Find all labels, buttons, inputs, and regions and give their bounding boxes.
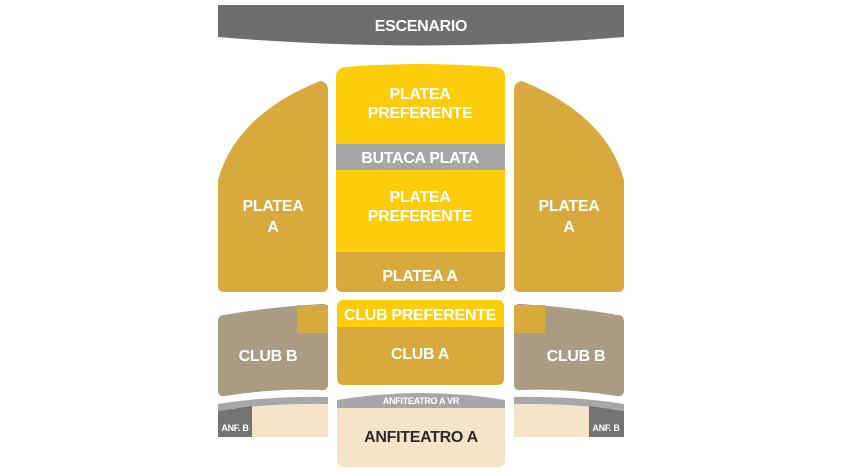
section-club-b-right-label: CLUB B — [547, 348, 606, 365]
section-platea-a-left-label-2: A — [267, 219, 279, 236]
section-club-b-left[interactable]: CLUB B — [218, 303, 328, 397]
section-anf-b-right-label: ANF. B — [592, 423, 620, 433]
section-platea-preferente-front-label-2: PREFERENTE — [368, 105, 473, 122]
section-platea-a-right[interactable]: PLATEA A — [514, 81, 624, 292]
section-anf-b-left[interactable]: ANF. B — [218, 406, 252, 437]
section-platea-preferente-front-label-1: PLATEA — [389, 86, 451, 103]
section-club-preferente-label: CLUB PREFERENTE — [344, 307, 497, 324]
section-platea-preferente-back-label-2: PREFERENTE — [368, 208, 473, 225]
section-platea-a-center-label: PLATEA A — [382, 268, 458, 285]
section-platea-preferente-back[interactable]: PLATEA PREFERENTE — [336, 170, 505, 252]
section-club-a-label: CLUB A — [391, 346, 450, 363]
section-platea-a-right-label-2: A — [563, 219, 575, 236]
section-club-a[interactable]: CLUB A — [337, 327, 504, 385]
section-club-b-left-label: CLUB B — [239, 348, 298, 365]
section-butaca-plata-label: BUTACA PLATA — [361, 150, 479, 167]
section-anf-b-right[interactable]: ANF. B — [589, 406, 624, 437]
section-platea-a-right-label-1: PLATEA — [538, 198, 600, 215]
section-platea-a-left[interactable]: PLATEA A — [218, 81, 328, 292]
section-platea-a-center[interactable]: PLATEA A — [336, 252, 505, 292]
section-anfiteatro-a-label: ANFITEATRO A — [364, 429, 478, 446]
section-platea-a-left-label-1: PLATEA — [242, 198, 304, 215]
section-club-preferente[interactable]: CLUB PREFERENTE — [337, 300, 504, 327]
section-butaca-plata[interactable]: BUTACA PLATA — [336, 144, 505, 170]
section-anfiteatro-a[interactable]: ANFITEATRO A — [337, 408, 505, 467]
section-club-b-right[interactable]: CLUB B — [514, 303, 624, 397]
section-platea-preferente-back-label-1: PLATEA — [389, 189, 451, 206]
section-anfiteatro-a-vr-label: ANFITEATRO A VR — [383, 396, 460, 406]
section-anf-b-left-label: ANF. B — [221, 423, 249, 433]
stage-label: ESCENARIO — [375, 18, 467, 35]
section-anfiteatro-a-vr[interactable]: ANFITEATRO A VR — [337, 393, 505, 408]
stage-banner — [218, 5, 624, 46]
section-platea-preferente-front[interactable]: PLATEA PREFERENTE — [336, 64, 505, 144]
